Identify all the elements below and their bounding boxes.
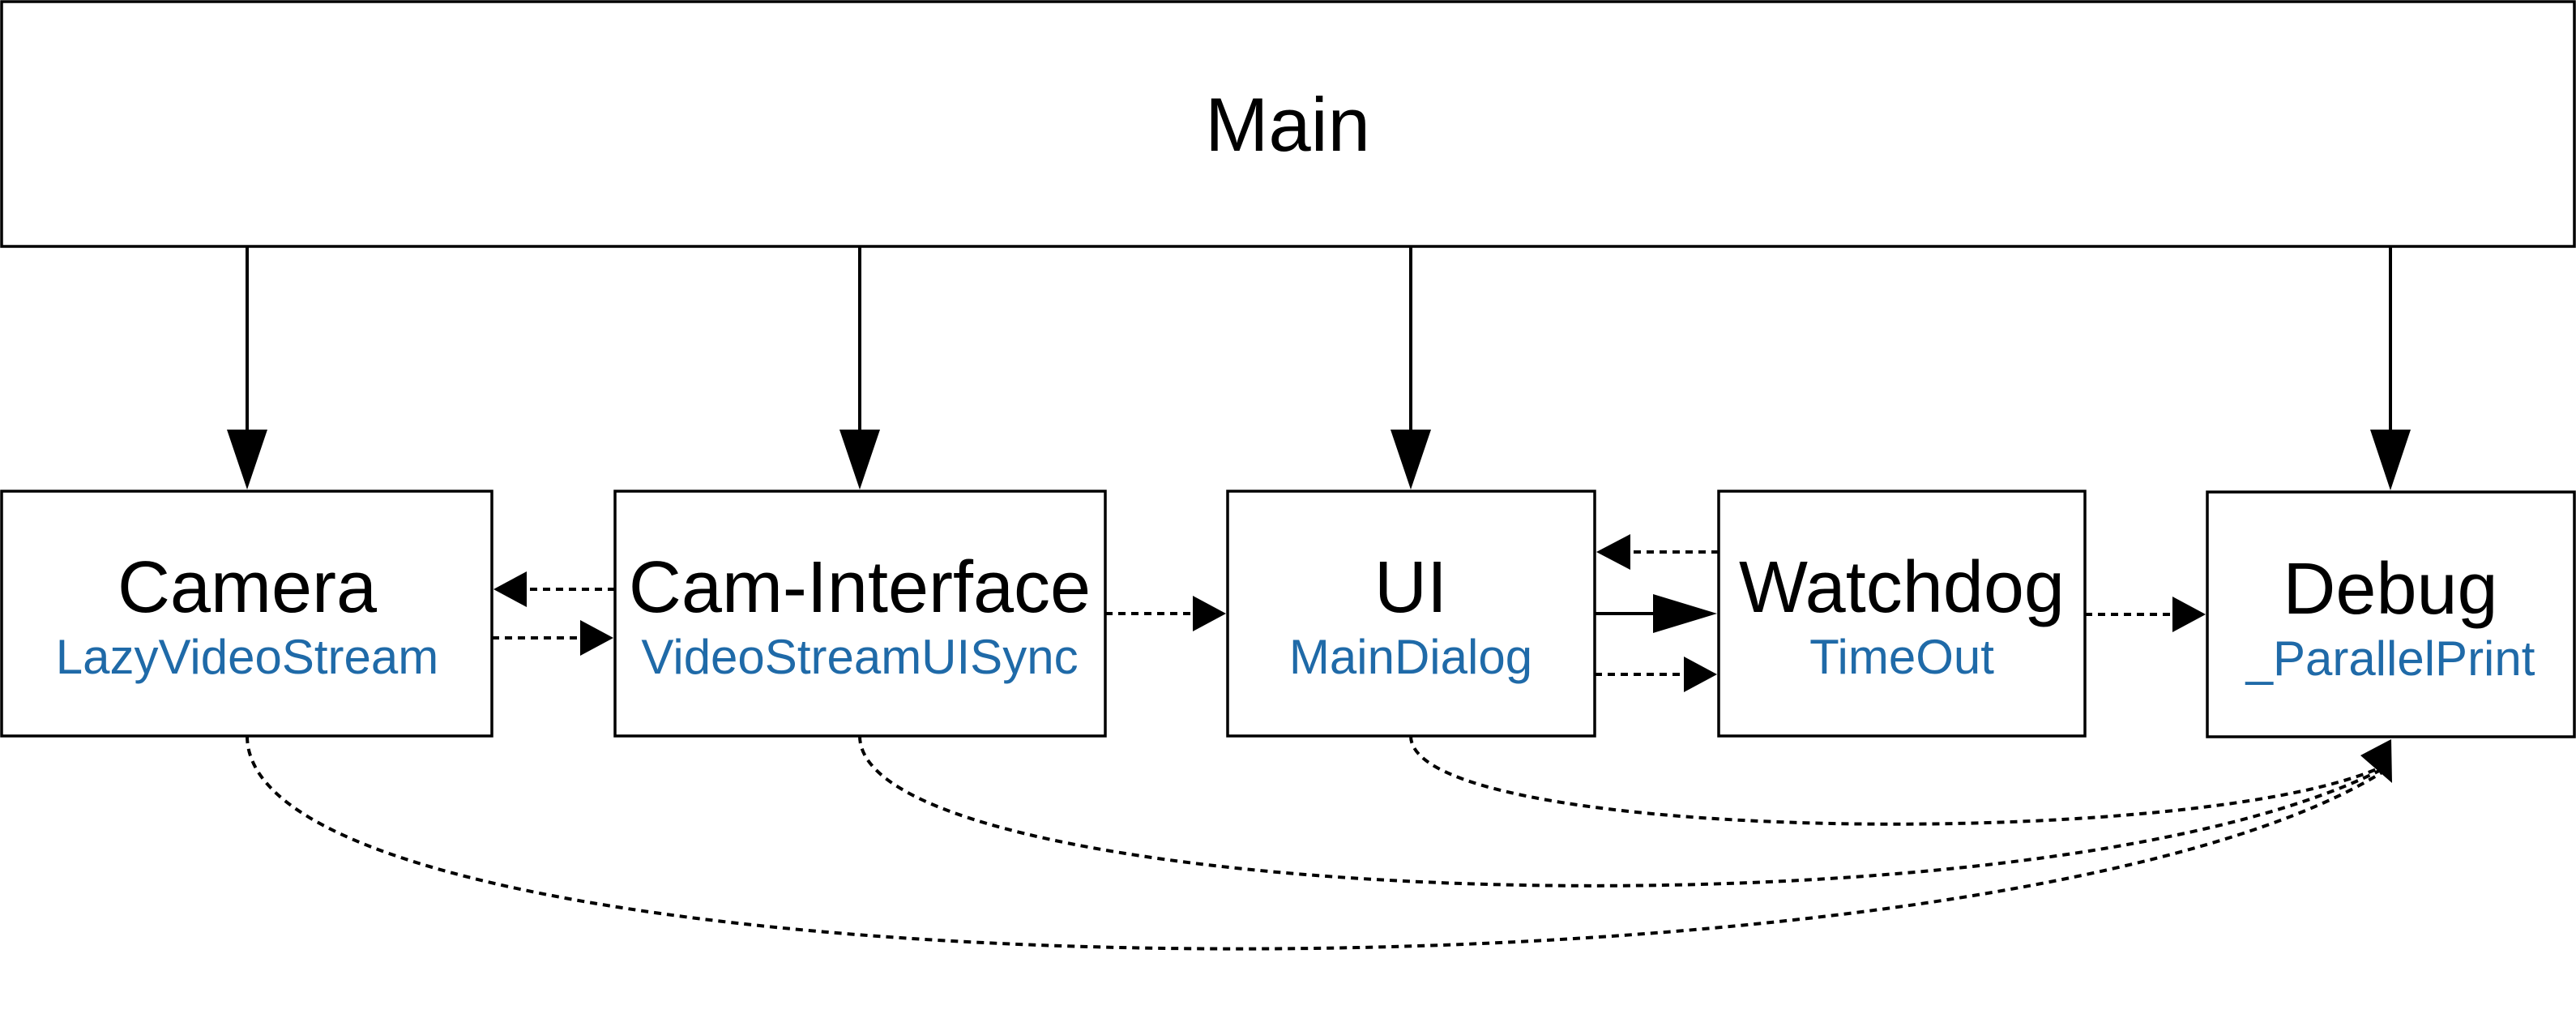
watchdog-title: Watchdog — [1739, 547, 2065, 628]
camera-title: Camera — [117, 547, 378, 628]
camera-to-cam-interface-arrow — [492, 620, 613, 656]
watchdog-box — [1717, 490, 2087, 738]
ui-box — [1226, 490, 1596, 738]
watchdog-to-ui-arrow — [1596, 534, 1719, 570]
cam-interface-title: Cam-Interface — [629, 547, 1091, 628]
camera-node: Camera LazyVideoStream — [0, 490, 493, 738]
cam-interface-to-debug-curve — [858, 735, 2382, 888]
watchdog-node: Watchdog TimeOut — [1717, 490, 2087, 738]
cam-interface-to-ui-arrow — [1105, 596, 1226, 631]
main-to-camera-arrow — [227, 246, 267, 490]
main-node: Main — [0, 0, 2576, 248]
cam-interface-to-camera-arrow — [493, 571, 615, 607]
main-to-ui-arrow — [1391, 246, 1431, 490]
ui-to-debug-curve — [1409, 735, 2379, 826]
ui-class-name: MainDialog — [1289, 630, 1532, 684]
ui-to-watchdog-dashed-arrow — [1595, 657, 1717, 692]
watchdog-class-name: TimeOut — [1809, 630, 1994, 684]
camera-box — [0, 490, 493, 738]
camera-to-debug-curve — [246, 735, 2385, 951]
cam-interface-class-name: VideoStreamUISync — [641, 630, 1078, 684]
debug-title: Debug — [2283, 549, 2497, 630]
main-to-cam-interface-arrow — [839, 246, 880, 490]
debug-node: Debug _ParallelPrint — [2206, 490, 2576, 738]
debug-incoming-arrowhead — [2360, 739, 2392, 783]
main-box — [0, 0, 2576, 248]
cam-interface-node: Cam-Interface VideoStreamUISync — [613, 490, 1107, 738]
ui-node: UI MainDialog — [1226, 490, 1596, 738]
ui-title: UI — [1374, 547, 1447, 628]
camera-class-name: LazyVideoStream — [56, 630, 439, 684]
debug-box — [2206, 490, 2576, 738]
main-to-debug-arrow — [2370, 246, 2411, 490]
debug-class-name: _ParallelPrint — [2245, 631, 2535, 686]
ui-to-watchdog-solid-arrow — [1595, 594, 1717, 633]
cam-interface-box — [613, 490, 1107, 738]
main-title: Main — [1205, 82, 1370, 167]
watchdog-to-debug-arrow — [2085, 597, 2206, 632]
